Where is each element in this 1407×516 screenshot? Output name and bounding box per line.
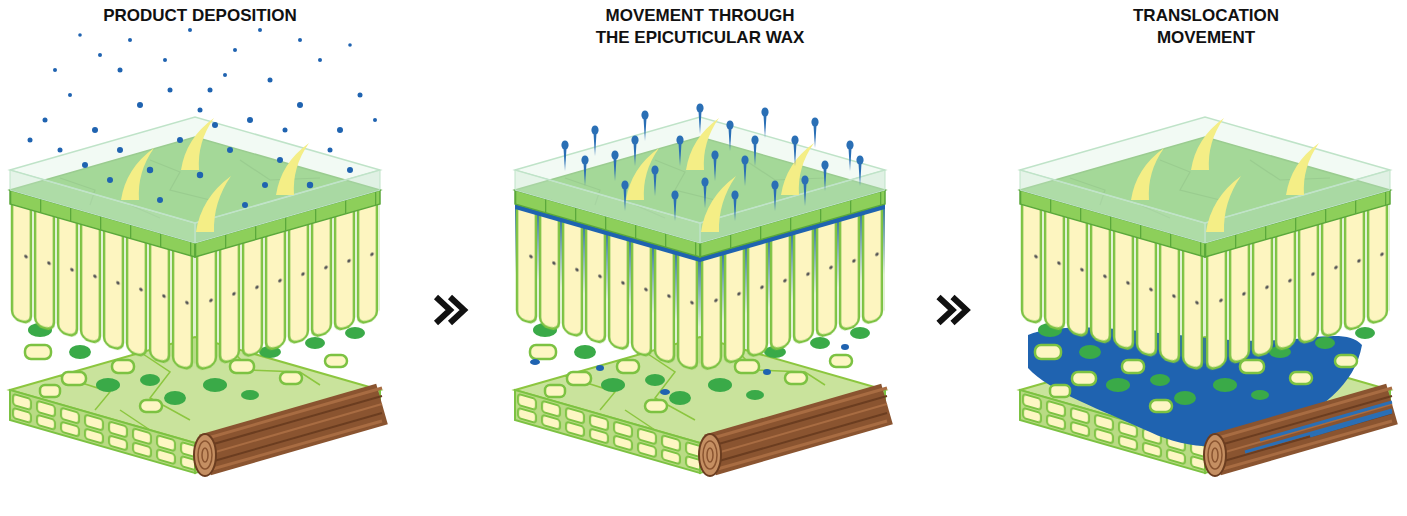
epicuticular-leaf bbox=[515, 103, 887, 476]
process-panel: PRODUCT DEPOSITION bbox=[0, 0, 400, 516]
deposition-leaf bbox=[10, 28, 382, 476]
step-title: TRANSLOCATION MOVEMENT bbox=[1121, 0, 1291, 49]
translocation-leaf bbox=[1020, 117, 1392, 476]
spray-droplets bbox=[28, 28, 378, 208]
vein-transport bbox=[1245, 402, 1392, 452]
upper-epidermis bbox=[515, 117, 885, 257]
step-title: PRODUCT DEPOSITION bbox=[0, 0, 400, 27]
upper-epidermis bbox=[1020, 117, 1390, 257]
step-title: MOVEMENT THROUGH THE EPICUTICULAR WAX bbox=[593, 0, 808, 49]
process-panel: MOVEMENT THROUGH THE EPICUTICULAR WAX bbox=[500, 0, 900, 516]
step-chevron bbox=[436, 297, 464, 323]
vein bbox=[699, 388, 887, 476]
upper-epidermis bbox=[10, 117, 380, 257]
process-panel: TRANSLOCATION MOVEMENT bbox=[1005, 0, 1407, 516]
vein bbox=[194, 388, 382, 476]
vein bbox=[1204, 388, 1392, 476]
step-chevron bbox=[939, 297, 967, 323]
wax-penetration-pins bbox=[561, 103, 863, 221]
